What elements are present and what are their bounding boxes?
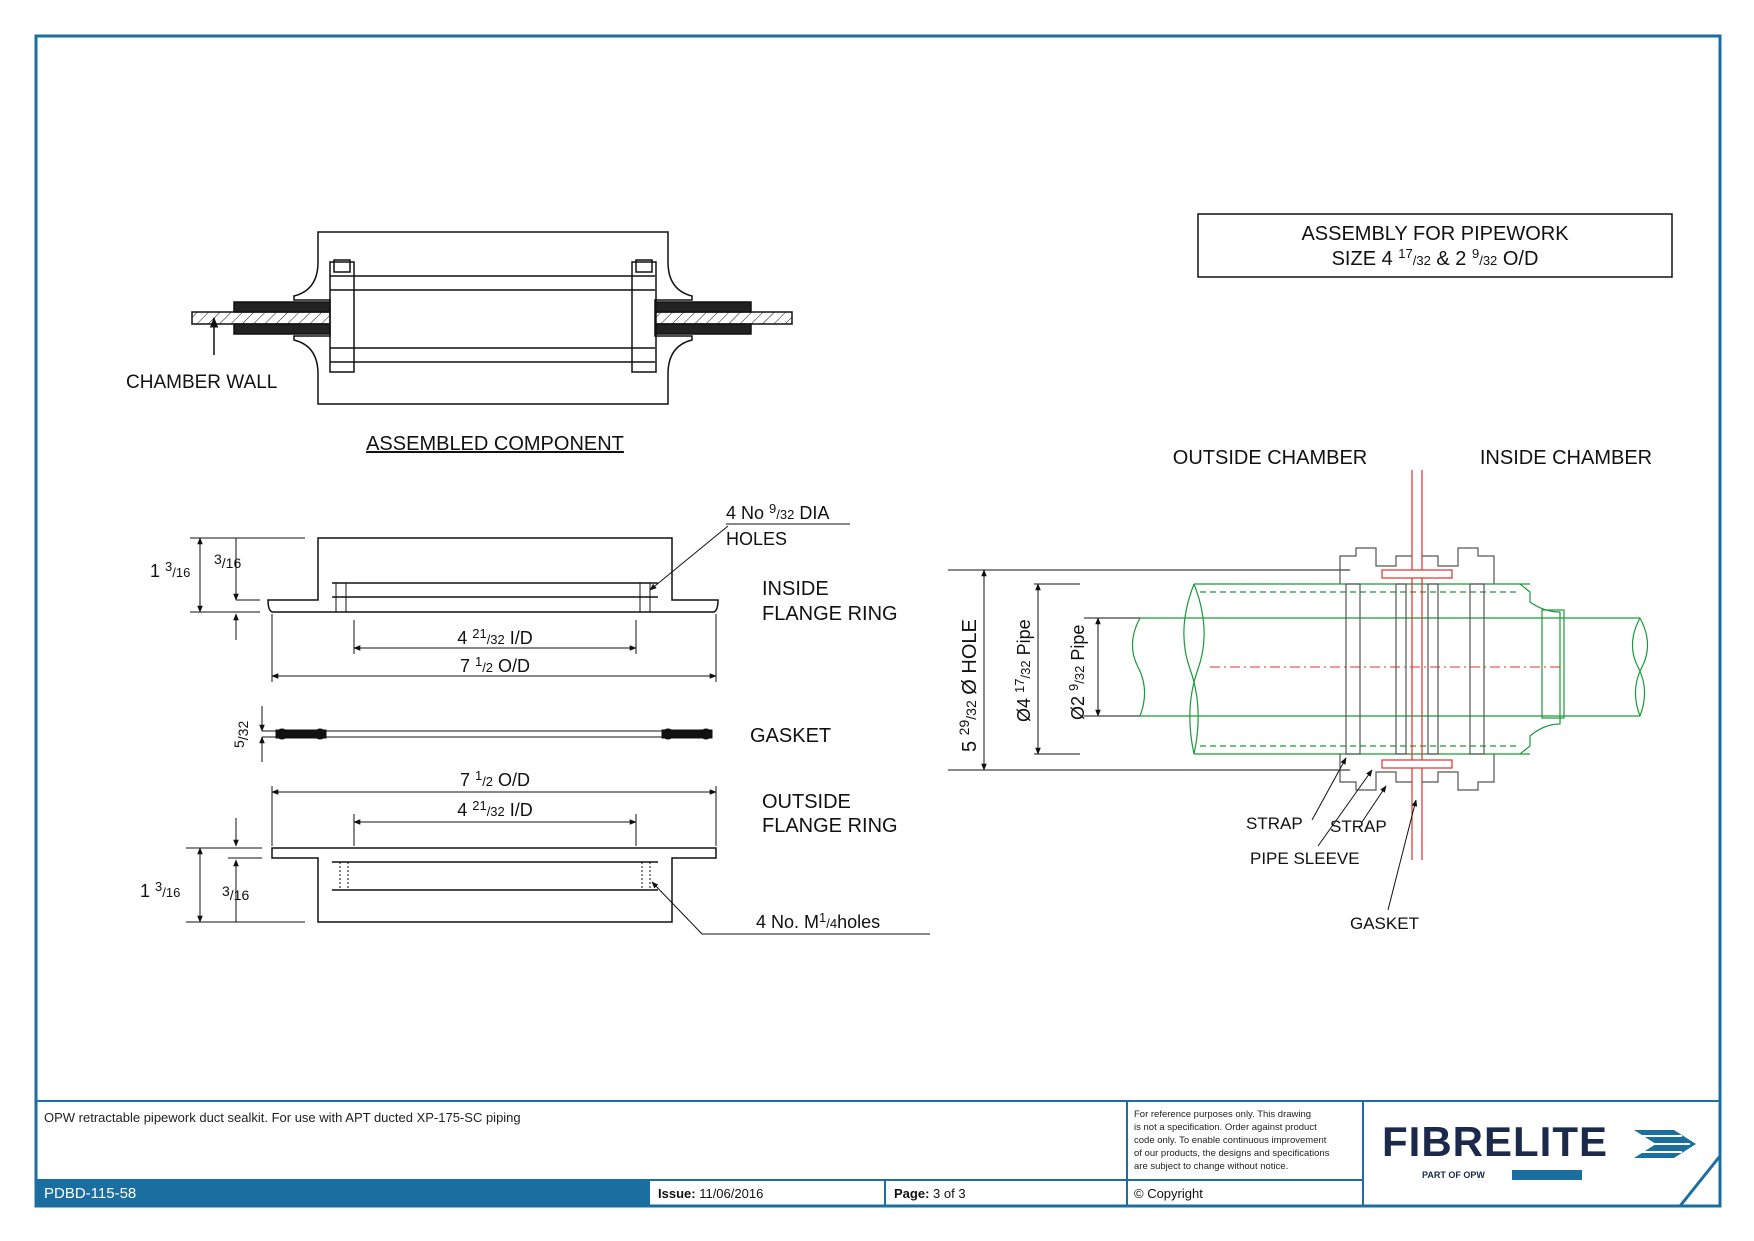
assembly-title-line1: ASSEMBLY FOR PIPEWORK bbox=[1301, 223, 1569, 245]
inside-flange-thickness-dim: 3/16 bbox=[214, 551, 241, 571]
fibrelite-logo: FIBRELITE PART OF OPW bbox=[1382, 1118, 1702, 1188]
pipe-inner-dim: Ø2 9/32 Pipe bbox=[1066, 625, 1088, 720]
disclaimer-line: is not a specification. Order against pr… bbox=[1134, 1122, 1317, 1133]
strap-label-1: STRAP bbox=[1246, 814, 1303, 833]
inside-holes-label-1: 4 No 9/32 DIA bbox=[726, 501, 829, 523]
pipe-sleeve-label: PIPE SLEEVE bbox=[1250, 849, 1360, 868]
title-block-top-border bbox=[36, 1100, 1720, 1102]
disclaimer-line: code only. To enable continuous improvem… bbox=[1134, 1135, 1327, 1146]
issue-value: 11/06/2016 bbox=[699, 1186, 764, 1201]
brand-sub: PART OF OPW bbox=[1422, 1170, 1485, 1180]
copyright: © Copyright bbox=[1134, 1186, 1203, 1201]
strap-label-2: STRAP bbox=[1330, 817, 1387, 836]
outside-flange-thickness-dim: 3/16 bbox=[222, 883, 249, 903]
assembly-title-box: ASSEMBLY FOR PIPEWORK SIZE 4 17/32 & 2 9… bbox=[1197, 213, 1673, 278]
gasket-view bbox=[259, 706, 713, 762]
outside-flange-ring-view bbox=[186, 786, 930, 935]
corner-chamfer bbox=[1676, 1152, 1720, 1206]
assembled-component-view bbox=[191, 231, 793, 405]
section-gasket-label: GASKET bbox=[1350, 914, 1419, 933]
inside-flange-label-1: INSIDE bbox=[762, 578, 829, 600]
arrow-icon bbox=[1634, 1130, 1696, 1158]
inside-od-dim: 7 1/2 O/D bbox=[460, 654, 530, 676]
page-value: 3 of 3 bbox=[933, 1186, 966, 1201]
drawing-number: PDBD-115-58 bbox=[36, 1181, 648, 1206]
inside-id-dim: 4 21/32 I/D bbox=[457, 626, 533, 648]
outside-chamber-label: OUTSIDE CHAMBER bbox=[1173, 447, 1367, 469]
outside-flange-label-2: FLANGE RING bbox=[762, 815, 898, 837]
pipe-outer-dim: Ø4 17/32 Pipe bbox=[1012, 619, 1034, 722]
bottom-row-border bbox=[36, 1179, 1362, 1181]
outside-od-dim: 7 1/2 O/D bbox=[460, 768, 530, 790]
chamber-wall-label: CHAMBER WALL bbox=[126, 372, 277, 393]
outside-total-height-dim: 1 3/16 bbox=[140, 879, 180, 901]
outside-holes-label: 4 No. M1/4holes bbox=[756, 910, 880, 932]
disclaimer-line: of our products, the designs and specifi… bbox=[1134, 1148, 1330, 1159]
brand-name: FIBRELITE bbox=[1382, 1118, 1608, 1165]
issue-label: Issue: bbox=[658, 1186, 696, 1201]
inside-flange-label-2: FLANGE RING bbox=[762, 603, 898, 625]
logo-divider bbox=[1362, 1102, 1364, 1206]
outside-flange-label-1: OUTSIDE bbox=[762, 791, 851, 813]
outside-id-dim: 4 21/32 I/D bbox=[457, 798, 533, 820]
inside-flange-ring-view bbox=[190, 525, 729, 682]
assembled-component-title: ASSEMBLED COMPONENT bbox=[366, 433, 624, 455]
disclaimer-line: For reference purposes only. This drawin… bbox=[1134, 1109, 1312, 1120]
sheet-border bbox=[34, 34, 1722, 1208]
inside-total-height-dim: 1 3/16 bbox=[150, 559, 190, 581]
assembly-title-line2: SIZE 4 17/32 & 2 9/32 O/D bbox=[1332, 246, 1539, 270]
hole-diameter-dim: 5 29/32 Ø HOLE bbox=[956, 619, 981, 752]
page-cell: Page: 3 of 3 bbox=[884, 1181, 1126, 1206]
dover-badge-icon bbox=[1512, 1170, 1582, 1180]
issue-cell: Issue: 11/06/2016 bbox=[648, 1181, 884, 1206]
inside-holes-label-2: HOLES bbox=[726, 529, 787, 549]
gasket-thickness-dim: 5/32 bbox=[231, 721, 251, 748]
inside-chamber-label: INSIDE CHAMBER bbox=[1480, 447, 1652, 469]
disclaimer-box bbox=[1126, 1102, 1128, 1206]
section-view bbox=[948, 470, 1649, 911]
description: OPW retractable pipework duct sealkit. F… bbox=[44, 1110, 521, 1125]
title-block: OPW retractable pipework duct sealkit. F… bbox=[36, 1100, 1720, 1206]
disclaimer-line: are subject to change without notice. bbox=[1134, 1161, 1289, 1172]
disclaimer-text: For reference purposes only. This drawin… bbox=[1134, 1108, 1364, 1173]
page-label: Page: bbox=[894, 1186, 930, 1201]
gasket-label: GASKET bbox=[750, 725, 831, 747]
